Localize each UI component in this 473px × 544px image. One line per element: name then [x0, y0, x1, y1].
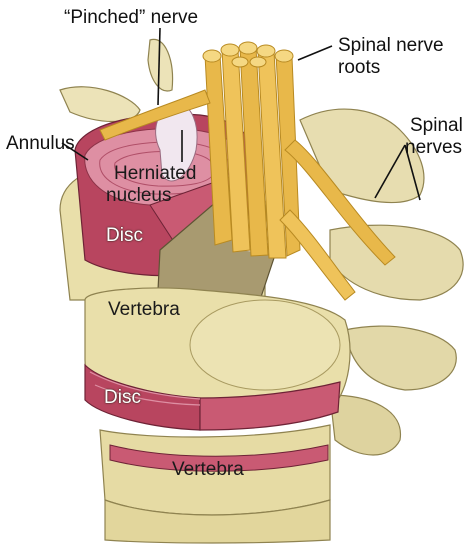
label-spinal-nerve-roots-line1: Spinal nerve	[338, 36, 444, 56]
label-vertebra-upper: Vertebra	[108, 300, 180, 320]
label-disc-upper: Disc	[106, 226, 143, 246]
label-herniated-line1: Herniated	[114, 164, 196, 184]
label-disc-lower: Disc	[104, 388, 141, 408]
nerve-roots-leader	[298, 46, 332, 60]
bottom-vertebra-body	[100, 425, 330, 543]
label-spinal-nerve-roots-line2: roots	[338, 58, 380, 78]
label-herniated-line2: nucleus	[106, 186, 172, 206]
label-spinal-nerves-line1: Spinal	[410, 116, 463, 136]
label-annulus: Annulus	[6, 134, 75, 154]
label-spinal-nerves-line2: nerves	[405, 138, 462, 158]
label-vertebra-lower: Vertebra	[172, 460, 244, 480]
label-pinched-nerve: “Pinched” nerve	[64, 8, 198, 28]
